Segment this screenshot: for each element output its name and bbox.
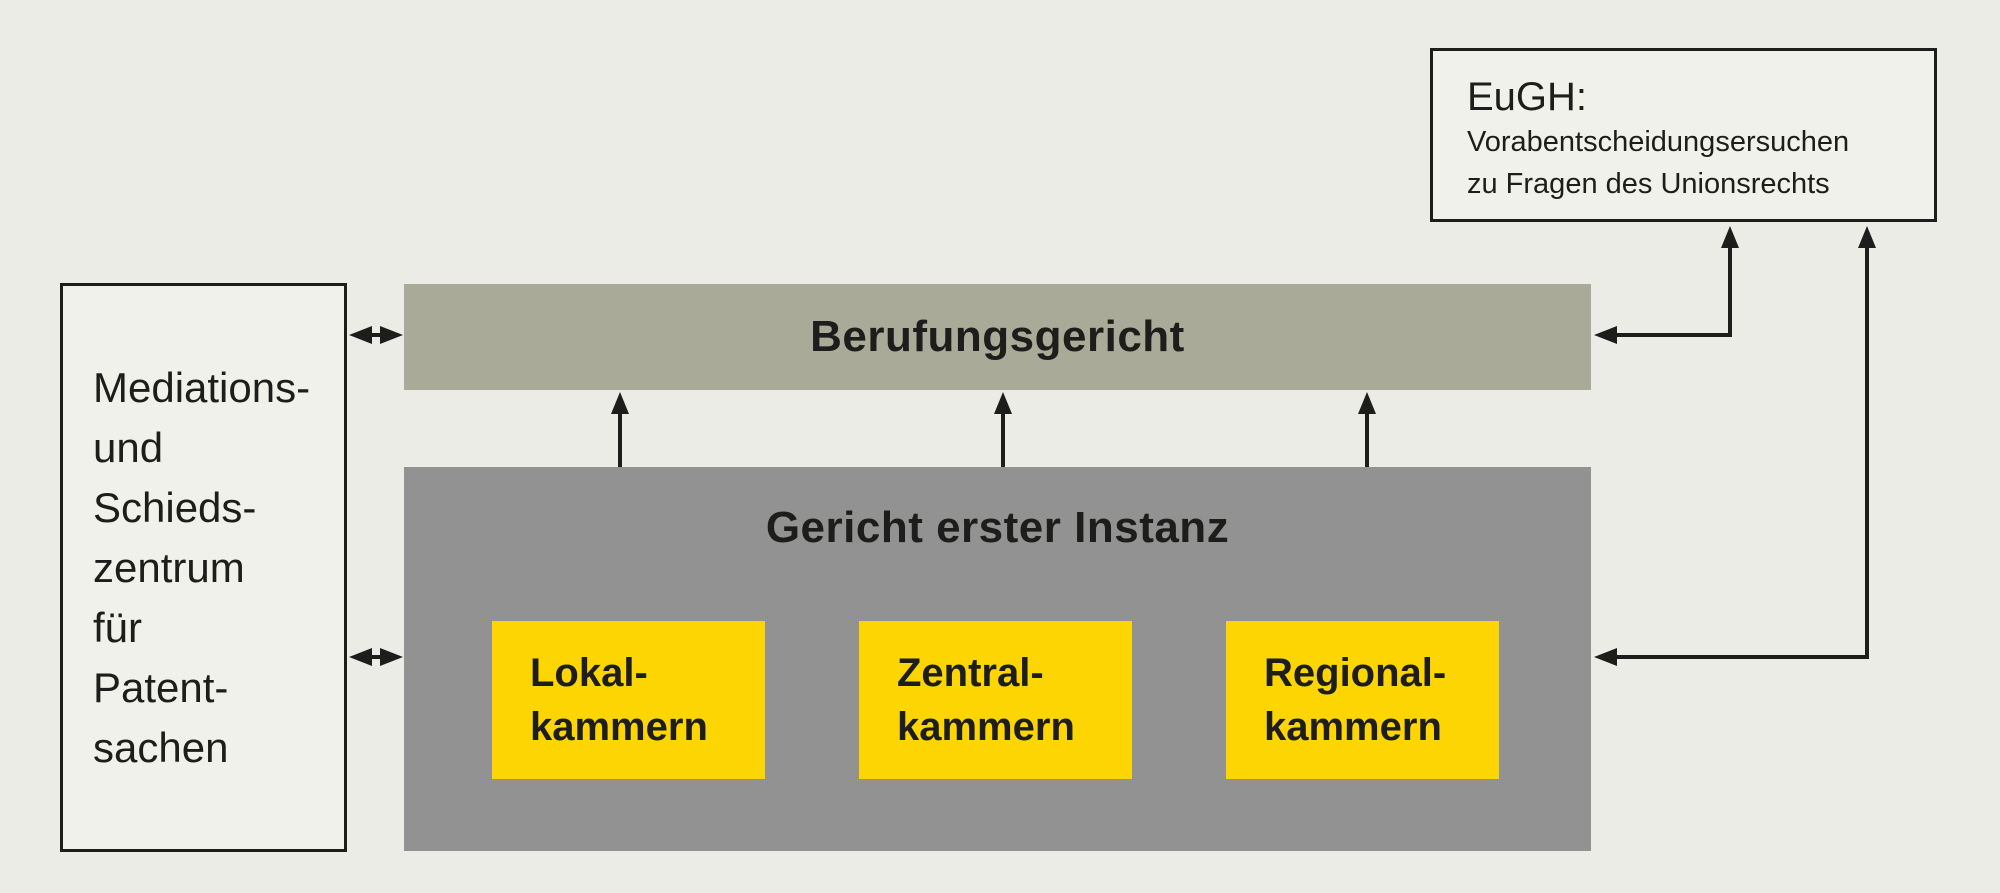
mediation-arbitration-centre-box: Mediations- und Schieds- zentrum für Pat…: [60, 283, 347, 852]
mediation-box-line: zentrum: [93, 543, 245, 591]
chamber-label-line: Lokal-: [530, 651, 648, 695]
local-chambers-box: Lokal- kammern: [492, 621, 765, 779]
mediation-box-line: Mediations-: [93, 363, 311, 411]
central-chambers-box: Zentral- kammern: [859, 621, 1132, 779]
arrow-first-instance-eugh: [1594, 226, 1876, 666]
mediation-box-line: sachen: [93, 723, 229, 771]
chamber-label-line: Zentral-: [897, 651, 1044, 695]
arrow-first-instance-to-appeal-middle: [994, 392, 1012, 467]
eugh-box: EuGH: Vorabentscheidungsersuchen zu Frag…: [1430, 48, 1937, 222]
arrow-first-instance-to-appeal-left: [611, 392, 629, 467]
eugh-box-line: zu Fragen des Unionsrechts: [1467, 168, 1830, 200]
arrow-mediation-first-instance: [349, 648, 403, 666]
chamber-label-line: Regional-: [1264, 651, 1447, 695]
first-instance-title: Gericht erster Instanz: [765, 503, 1230, 552]
appeal-court-label: Berufungsgericht: [810, 312, 1185, 361]
arrow-appeal-eugh: [1594, 226, 1739, 344]
chamber-label-line: kammern: [530, 705, 708, 749]
chamber-label-line: kammern: [897, 705, 1075, 749]
mediation-box-line: Patent-: [93, 663, 229, 711]
eugh-box-title: EuGH:: [1467, 75, 1588, 119]
eugh-box-line: Vorabentscheidungsersuchen: [1467, 126, 1850, 158]
first-instance-court-box: Gericht erster Instanz Lokal- kammern Ze…: [404, 467, 1591, 851]
arrow-mediation-appeal: [349, 326, 403, 344]
regional-chambers-box: Regional- kammern: [1226, 621, 1499, 779]
mediation-box-line: für: [93, 603, 143, 651]
appeal-court-bar: Berufungsgericht: [404, 284, 1591, 390]
arrow-first-instance-to-appeal-right: [1358, 392, 1376, 467]
chamber-label-line: kammern: [1264, 705, 1442, 749]
mediation-box-line: und: [93, 423, 164, 471]
mediation-box-line: Schieds-: [93, 483, 257, 531]
